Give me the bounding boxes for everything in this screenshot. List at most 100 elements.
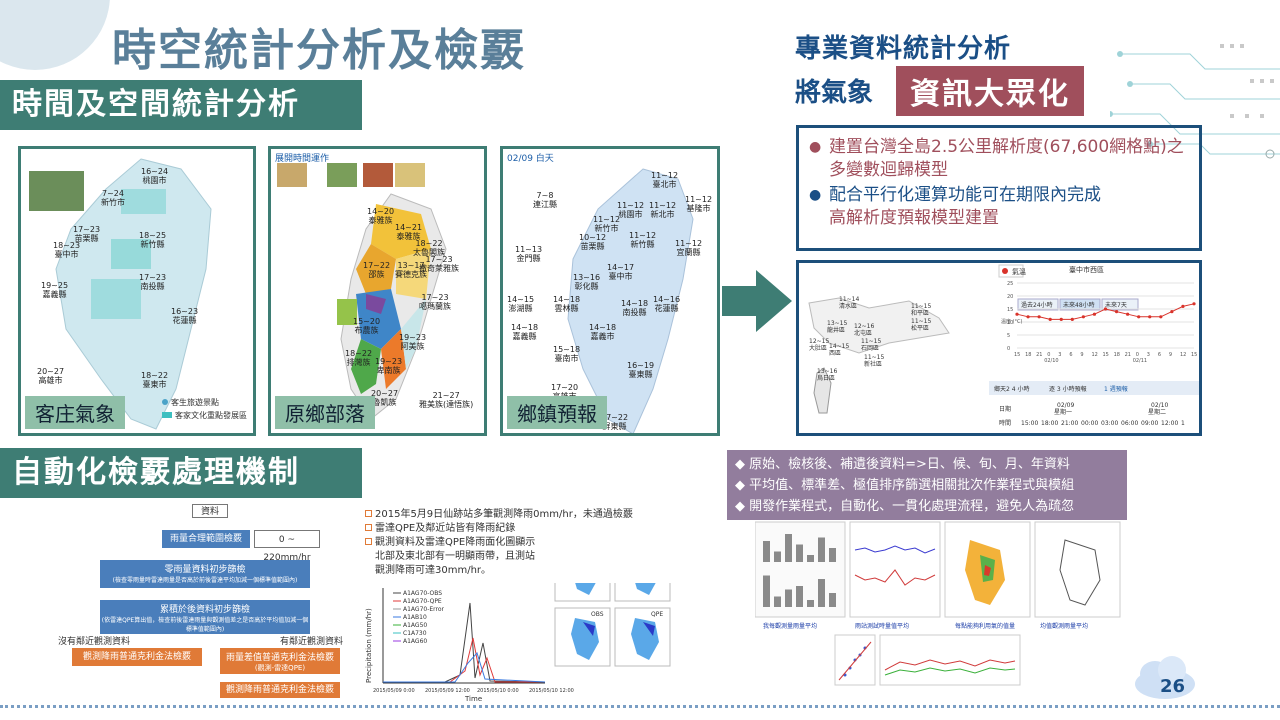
radar-map-frame bbox=[554, 583, 611, 602]
legend-label: A1AG70-OBS bbox=[403, 590, 442, 597]
legend-label: A1AG60 bbox=[403, 638, 427, 645]
x-date-label: 02/11 bbox=[1133, 358, 1147, 364]
flow-range-check: 雨量合理範圍檢覈 bbox=[162, 530, 250, 548]
temp-point bbox=[1181, 304, 1185, 308]
stat-bar bbox=[774, 596, 781, 607]
info-line: ◆ 平均值、標準差、極值排序篩選相關批次作業程式與模組 bbox=[735, 478, 1075, 493]
town-header: 02/09 白天 bbox=[507, 154, 554, 164]
y-tick-label: 20 bbox=[1007, 294, 1013, 300]
tab-past-24h[interactable] bbox=[1017, 298, 1059, 311]
flow-data-box: 資料 bbox=[192, 504, 228, 518]
time-cell: 15:00 bbox=[1021, 420, 1038, 427]
x-tick-label: 9 bbox=[1080, 352, 1083, 358]
x-tick-label: 18 bbox=[1114, 352, 1120, 358]
stat-bar bbox=[785, 589, 792, 607]
hakka-legend: 客生旅遊景點 客家文化重點發展區 bbox=[162, 395, 247, 423]
page-title: 時空統計分析及檢覈 bbox=[112, 25, 526, 76]
legend-label: A1AG70-QPE bbox=[403, 598, 442, 605]
bullet-item: ● 配合平行化運算功能可在期限內完成高解析度預報模型建置 bbox=[809, 185, 1101, 228]
time-cell: 09:00 bbox=[1141, 420, 1158, 427]
map-area-label: 和平區 bbox=[911, 309, 929, 317]
stat-caption: 我每觀測量雨量平均 bbox=[763, 622, 817, 630]
map-area-label: 新社區 bbox=[864, 360, 882, 368]
hakka-photo bbox=[29, 171, 84, 211]
info-box: ◆ 原始、檢核後、補遺後資料=>日、候、旬、月、年資料 ◆ 平均值、標準差、極值… bbox=[727, 450, 1127, 520]
radar-map-title: QPE bbox=[651, 611, 663, 618]
stat-caption: 均值觀測雨量平均 bbox=[1040, 622, 1088, 630]
info-line: ◆ 原始、檢核後、補遺後資料=>日、候、旬、月、年資料 bbox=[735, 457, 1070, 472]
stat-caption: 每點能夠利用氣的值量 bbox=[955, 622, 1015, 630]
stat-bar bbox=[807, 600, 814, 607]
section-banner-auto-qc: 自動化檢覈處理機制 bbox=[0, 448, 362, 498]
stat-bar bbox=[763, 541, 770, 562]
area-icon bbox=[162, 412, 172, 418]
footer-divider bbox=[0, 705, 1280, 708]
svg-text:Time: Time bbox=[464, 695, 482, 703]
flow-left-result: 觀測降雨普通克利金法檢覈 bbox=[72, 648, 202, 666]
x-tick-label: 2015/05/10 0:00 bbox=[477, 688, 519, 694]
corner-decoration bbox=[0, 0, 110, 70]
circuit-decoration bbox=[1110, 44, 1280, 159]
y-tick-label: 10 bbox=[1007, 320, 1013, 326]
time-cell: 21:00 bbox=[1061, 420, 1078, 427]
time-cell: 03:00 bbox=[1101, 420, 1118, 427]
panel-label-tribe: 原鄉部落 bbox=[275, 396, 375, 429]
stat-bar bbox=[774, 551, 781, 562]
stat-bar bbox=[807, 555, 814, 562]
time-cell: 06:00 bbox=[1121, 420, 1138, 427]
stat-bar bbox=[763, 575, 770, 607]
pro-subtitle: 將氣象 bbox=[795, 78, 874, 108]
x-tick-label: 2015/05/09 12:00 bbox=[425, 688, 470, 694]
temp-point bbox=[1081, 315, 1085, 319]
x-tick-label: 2015/05/10 12:00 bbox=[529, 688, 574, 694]
tab-next-48h[interactable] bbox=[1059, 298, 1101, 311]
time-cell: 1 bbox=[1181, 420, 1185, 427]
svg-text:過去24小時: 過去24小時 bbox=[1021, 301, 1053, 309]
temp-point bbox=[1037, 315, 1041, 319]
map-temp-label: 11~15 bbox=[911, 303, 931, 310]
stat-bar bbox=[785, 534, 792, 562]
tribe-header: 展開時間運作 bbox=[275, 154, 330, 164]
temp-point bbox=[1114, 310, 1119, 314]
town-map bbox=[567, 168, 694, 433]
tab-next-7d[interactable] bbox=[1101, 298, 1139, 311]
model-bullet-box: ● 建置台灣全島2.5公里解析度(67,600網格點)之多變數迴歸模型 ● 配合… bbox=[796, 125, 1202, 251]
svg-text:未來48小時: 未來48小時 bbox=[1063, 301, 1095, 309]
map-area-label: 大肚區 bbox=[809, 344, 827, 352]
section-banner-time-space: 時間及空間統計分析 bbox=[0, 80, 362, 130]
x-tick-label: 21 bbox=[1125, 352, 1131, 358]
y-tick-label: 25 bbox=[1007, 281, 1013, 287]
svg-text:鄉天2 4 小時: 鄉天2 4 小時 bbox=[994, 385, 1029, 393]
flow-accum-check: 累積於後資料初步篩檢 (依雷達QPE算出值，檢查前後雷達雨量與觀測值差之是否高於… bbox=[100, 600, 310, 634]
svg-text:星期一: 星期一 bbox=[1054, 408, 1072, 416]
qpe-chart: Precipitation (mm/hr) A1AG70-OBSA1AG70-Q… bbox=[365, 583, 671, 703]
pro-badge: 資訊大眾化 bbox=[896, 66, 1084, 116]
hakka-map bbox=[29, 158, 212, 430]
temp-point bbox=[1126, 312, 1130, 316]
map-temp-label: 13~16 bbox=[817, 368, 837, 375]
